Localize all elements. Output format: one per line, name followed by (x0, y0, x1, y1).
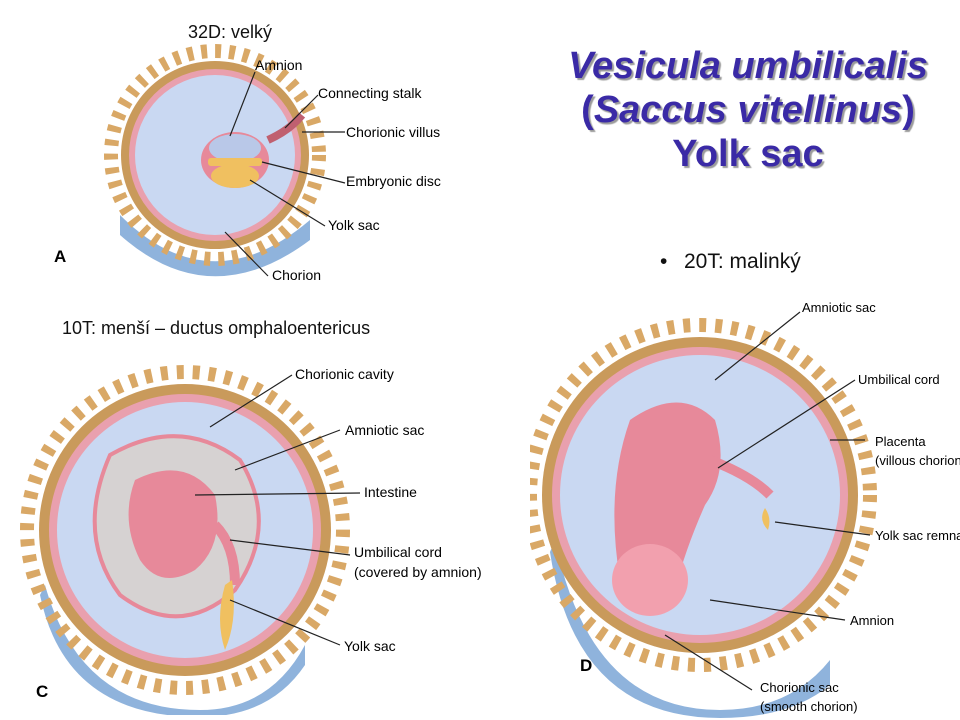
letter-c: C (36, 682, 48, 701)
label-villous-chorion-d: (villous chorion) (875, 453, 960, 468)
label-chorionic-cavity-c: Chorionic cavity (295, 366, 394, 382)
connecting-stalk-a (266, 112, 306, 144)
label-intestine-c: Intestine (364, 484, 417, 500)
yolk-sac-remnant-d (762, 508, 770, 530)
letter-d: D (580, 656, 592, 675)
label-chorion-a: Chorion (272, 267, 321, 283)
leaders-c (194, 374, 361, 646)
decidua-a (120, 215, 310, 277)
leaders-a (224, 71, 346, 277)
label-amniotic-sac-c: Amniotic sac (345, 422, 424, 438)
label-amnion-a: Amnion (255, 57, 302, 73)
diagram-d: Amniotic sac Umbilical cord Placenta (vi… (530, 300, 960, 718)
caption-32d: 32D: velký (188, 22, 273, 42)
label-covered-by-amnion-c: (covered by amnion) (354, 564, 482, 580)
amnion-a (209, 134, 261, 162)
leaders-d (664, 311, 871, 691)
chorionic-villi-a (104, 44, 326, 266)
diagram-a: Amnion Connecting stalk Chorionic villus… (54, 44, 441, 283)
yolk-sac-c (220, 580, 234, 650)
umbilical-cord-d (708, 455, 774, 499)
title-line-2: (Saccus vitellinus) (581, 89, 915, 131)
label-umbilical-cord-d: Umbilical cord (858, 372, 940, 387)
label-smooth-chorion-d: (smooth chorion) (760, 699, 858, 714)
embryo-c (128, 470, 218, 578)
umbilical-cord-c (211, 521, 240, 586)
label-amniotic-sac-d: Amniotic sac (802, 300, 876, 315)
label-yolk-sac-c: Yolk sac (344, 638, 396, 654)
label-chorionic-villus-a: Chorionic villus (346, 124, 440, 140)
bullet-dot-icon: • (660, 250, 668, 273)
placenta-villi-d (530, 318, 877, 672)
label-connecting-stalk-a: Connecting stalk (318, 85, 423, 101)
fetal-head-d (612, 544, 688, 616)
diagram-c: Chorionic cavity Amniotic sac Intestine … (20, 365, 482, 715)
slide-title: Vesicula umbilicalis (Saccus vitellinus)… (548, 44, 948, 176)
label-embryonic-disc-a: Embryonic disc (346, 173, 441, 189)
chorionic-villi-c (20, 365, 350, 695)
label-yolk-sac-remnant-d: Yolk sac remna (875, 528, 960, 543)
title-line-1: Vesicula umbilicalis (568, 45, 928, 87)
title-line-3: Yolk sac (672, 133, 824, 175)
label-amnion-d: Amnion (850, 613, 894, 628)
bullet-20t: •20T: malinký (660, 250, 801, 273)
label-yolk-sac-a: Yolk sac (328, 217, 380, 233)
label-placenta-d: Placenta (875, 434, 926, 449)
label-chorionic-sac-d: Chorionic sac (760, 680, 839, 695)
decidua-d (550, 540, 830, 718)
yolk-sac-a (211, 164, 259, 188)
label-umbilical-cord-c: Umbilical cord (354, 544, 442, 560)
embryonic-disc-a (208, 158, 262, 166)
caption-10t: 10T: menší – ductus omphaloentericus (62, 318, 371, 338)
letter-a: A (54, 247, 66, 266)
